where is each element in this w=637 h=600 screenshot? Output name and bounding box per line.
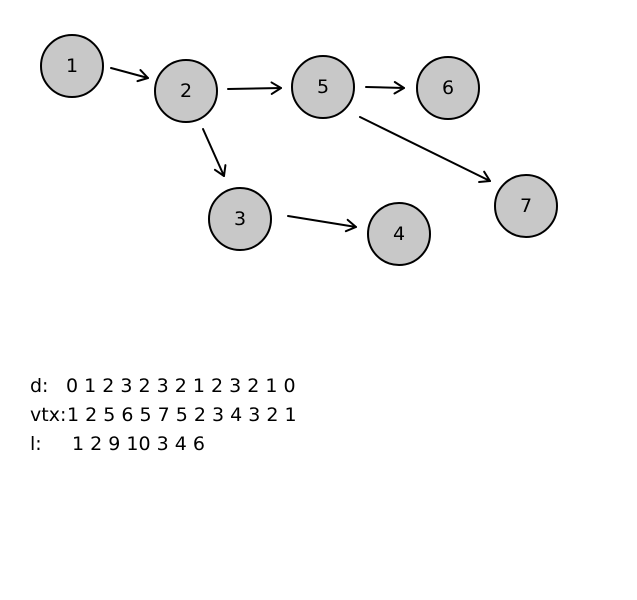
node-3: 3 [208, 187, 272, 251]
nodes-layer: 1 2 3 4 5 6 7 [40, 34, 558, 266]
arrowhead-5-6 [393, 81, 405, 95]
node-label-3: 3 [234, 208, 246, 230]
arrowhead-2-3 [213, 164, 227, 177]
edge-line-5-6 [365, 86, 405, 89]
node-4: 4 [367, 202, 431, 266]
edge-1-2 [110, 67, 149, 83]
array-label-vtx: vtx: [30, 404, 67, 426]
node-1: 1 [40, 34, 104, 98]
node-circle-5 [291, 55, 355, 119]
edge-3-4 [287, 215, 357, 233]
arrowhead-1-2 [136, 69, 149, 83]
edges-layer [110, 67, 491, 233]
node-circle-1 [40, 34, 104, 98]
array-label-l: l: [30, 433, 42, 455]
array-label-d: d: [30, 375, 49, 397]
edge-line-2-5 [227, 87, 282, 90]
edge-line-1-2 [110, 67, 149, 79]
node-circle-6 [416, 56, 480, 120]
arrowhead-3-4 [344, 218, 357, 233]
node-label-1: 1 [66, 55, 78, 77]
node-label-6: 6 [442, 77, 454, 99]
edge-line-2-3 [202, 128, 225, 177]
edge-2-3 [202, 128, 227, 177]
node-6: 6 [416, 56, 480, 120]
arrowhead-2-5 [270, 81, 282, 95]
edge-line-3-4 [287, 215, 357, 228]
node-circle-2 [154, 59, 218, 123]
node-7: 7 [494, 174, 558, 238]
graph-diagram: 1 2 3 4 5 6 7 [40, 34, 558, 266]
node-5: 5 [291, 55, 355, 119]
node-label-4: 4 [393, 223, 405, 245]
edge-line-5-7 [359, 116, 491, 182]
array-values-vtx: 1 2 5 6 5 7 5 2 3 4 3 2 1 [67, 404, 297, 426]
arrowhead-5-7 [478, 170, 491, 184]
node-label-2: 2 [180, 80, 192, 102]
node-label-5: 5 [317, 76, 329, 98]
node-label-7: 7 [520, 195, 532, 217]
array-values-l: 1 2 9 10 3 4 6 [72, 433, 205, 455]
edge-2-5 [227, 81, 282, 95]
node-2: 2 [154, 59, 218, 123]
edge-5-6 [365, 81, 405, 95]
array-values-d: 0 1 2 3 2 3 2 1 2 3 2 1 0 [66, 375, 296, 397]
node-circle-3 [208, 187, 272, 251]
edge-5-7 [359, 116, 491, 184]
node-circle-7 [494, 174, 558, 238]
node-circle-4 [367, 202, 431, 266]
